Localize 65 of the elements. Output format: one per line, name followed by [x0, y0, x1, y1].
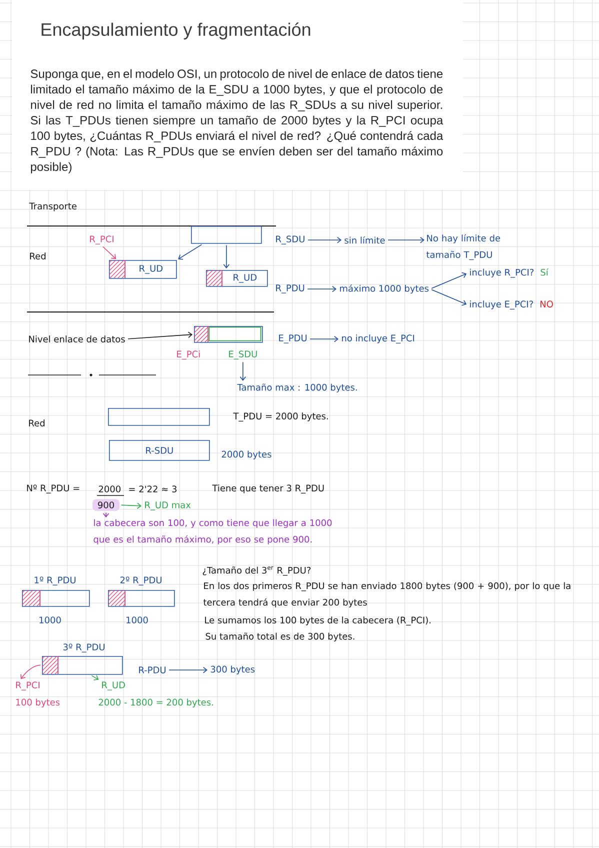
curved-arrow — [20, 664, 41, 680]
box-heading: 2º R_PDU — [120, 576, 162, 586]
handwritten-note: incluye E_PCI? NO — [470, 300, 553, 310]
title: Encapsulamiento y fragmentación — [42, 22, 310, 40]
handwritten-note: Le sumamos los 100 bytes de la cabecera (R_PCI). — [205, 616, 430, 626]
frame-box — [194, 326, 263, 343]
handwritten-note: = 2'22 ≈ 3 — [129, 486, 176, 492]
handwritten-note: Tiene que tener 3 R_PDU — [212, 484, 324, 494]
brace-arrow — [431, 289, 467, 306]
handwritten-note: Nº R_PDU = — [27, 484, 80, 494]
arrow — [102, 246, 116, 259]
size-note: 1000 — [126, 616, 148, 624]
handwritten-note: E_PDU — [279, 334, 307, 344]
arrow — [307, 236, 342, 244]
data-box: R_UD — [206, 270, 268, 287]
data-box: R-SDU — [109, 440, 210, 461]
size-note: 1000 — [40, 616, 61, 624]
layer-label: Red — [29, 420, 44, 426]
part-label: E_SDU — [229, 350, 257, 360]
arrow — [178, 244, 202, 260]
arrow — [307, 286, 336, 292]
handwritten-note: sin límite — [344, 236, 385, 244]
arrow — [120, 502, 142, 509]
handwritten-note: R_PDU — [276, 284, 304, 294]
handwritten-note: Tamaño max : 1000 bytes. — [237, 384, 357, 392]
handwritten-note: En los dos primeros R_PDU se han enviado 1800 bytes (900 + 900), por lo que la tercera tendrá que enviar 200 bytes — [203, 582, 570, 608]
arrow — [240, 362, 246, 381]
arrow — [128, 332, 192, 340]
layer-label: Red — [30, 252, 46, 260]
handwritten-note: ¿Tamaño del 3$^{er}$ R_PDU? — [202, 566, 311, 576]
arrow — [102, 512, 110, 518]
hatched-header — [108, 260, 126, 278]
handwritten-note: incluye R_PCI? Sí — [470, 268, 549, 278]
handwritten-label: R_PCI — [90, 236, 114, 244]
empty-box — [191, 226, 262, 244]
handwritten-note: 300 bytes — [210, 666, 255, 674]
layer-label: Nivel enlace de datos — [29, 336, 125, 342]
arrow — [91, 674, 99, 680]
layer-label: Transporte — [29, 202, 76, 212]
arrow — [388, 236, 424, 244]
hatched-header — [42, 656, 58, 674]
handwritten-note: R-PDU — [139, 666, 166, 674]
size-note: 2000 bytes — [222, 450, 272, 460]
size-note: 100 bytes — [16, 698, 60, 708]
handwritten-note: Su tamaño total es de 300 bytes. — [206, 632, 354, 642]
handwritten-note: no incluye E_PCI — [342, 334, 414, 344]
part-label: E_PCi — [177, 350, 200, 360]
data-box: R_UD — [109, 260, 177, 279]
handwritten-note: la cabecera son 100, y como tiene que llegar a 1000 que es el tamaño máximo, por eso se pone 900. — [94, 519, 332, 544]
question-text: Suponga que, en el modelo OSI, un protocolo de nivel de enlace de datos tiene limitado el tamaño máximo de la E_SDU a 1000 bytes, y que el protocolo de nivel de red no limita el tamaño máximo de las R_SDUs a su nivel superior. Si las T_PDUs tienen siempre un tamaño de 2000 bytes y la R_PCI ocupa 100 bytes, ¿Cuántas R_PDUs enviará el nivel de red? ¿Qué contendrá cada R_PDU ? (Nota: Las R_PDUs que se envíen deben ser del tamaño máximo posible) — [30, 69, 444, 174]
arrow — [223, 244, 230, 268]
handwritten-note: R_UD max — [145, 502, 191, 510]
fraction-numerator: 2000 — [98, 486, 120, 492]
handwritten-note: máximo 1000 bytes — [340, 284, 429, 294]
size-note: T_PDU = 2000 bytes. — [233, 412, 328, 422]
box-heading: 3º R_PDU — [63, 644, 104, 652]
box-heading: 1º R_PDU — [34, 576, 76, 586]
handwritten-note: R_SDU — [276, 236, 304, 244]
arrow — [168, 666, 208, 674]
highlighted-number: 900 — [92, 499, 120, 511]
arrow — [310, 336, 338, 342]
brace-arrow — [431, 272, 467, 289]
handwritten-label: R_PCI — [16, 682, 40, 690]
size-note: 2000 - 1800 = 200 bytes. — [98, 698, 213, 708]
handwritten-label: R_UD — [102, 682, 125, 690]
